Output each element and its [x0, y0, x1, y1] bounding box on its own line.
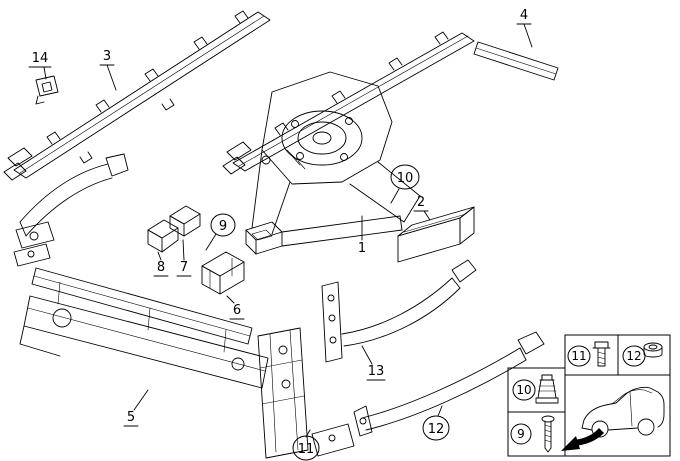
- legend-label-11: 11: [571, 349, 586, 363]
- legend-callout-10[interactable]: 10: [512, 379, 536, 401]
- brace-part-13: [321, 259, 477, 363]
- callout-1[interactable]: 1: [358, 241, 366, 256]
- screw-icon: [592, 341, 611, 367]
- callout-6[interactable]: 6: [233, 303, 241, 318]
- callout-14[interactable]: 14: [32, 51, 49, 66]
- legend-callout-12[interactable]: 12: [622, 345, 646, 367]
- buffer-icon: [535, 374, 559, 404]
- callout-13[interactable]: 13: [368, 364, 385, 379]
- front-panel-part-5: [13, 153, 355, 459]
- bolt-icon: [541, 415, 555, 453]
- direction-arrow-icon: [561, 428, 604, 451]
- callout-3[interactable]: 3: [103, 49, 111, 64]
- legend-cell-vehicle: [564, 374, 671, 457]
- callout-11[interactable]: 11: [292, 435, 320, 461]
- support-block-part-2: [397, 206, 475, 263]
- legend-callout-9[interactable]: 9: [510, 423, 532, 445]
- callout-12[interactable]: 12: [422, 415, 450, 441]
- diagram-artwork: [3, 10, 559, 459]
- front-axle-support-part-1: [245, 71, 421, 255]
- grommet-icon: [643, 342, 663, 358]
- callout-4[interactable]: 4: [520, 8, 528, 23]
- legend-label-12: 12: [626, 349, 641, 363]
- legend-callout-11[interactable]: 11: [567, 345, 591, 367]
- callout-5[interactable]: 5: [127, 410, 135, 425]
- callout-labels: 14 3 4 1 2 8 7 6 5 13 10 9 12 11: [32, 8, 528, 461]
- legend-label-9: 9: [517, 427, 525, 441]
- legend-box: 11 12 10 9: [507, 334, 671, 457]
- callout-9[interactable]: 9: [210, 213, 236, 237]
- car-icon: [581, 386, 665, 438]
- trim-strip-part-4: [473, 41, 559, 81]
- callout-7[interactable]: 7: [180, 260, 188, 275]
- callout-12-label: 12: [428, 422, 445, 437]
- callout-9-label: 9: [219, 219, 227, 234]
- bracket-part-8: [147, 219, 179, 253]
- callout-10[interactable]: 10: [390, 164, 420, 190]
- side-rail-right: [222, 31, 475, 175]
- bracket-part-6: [201, 251, 245, 295]
- side-rail-left: [3, 10, 271, 181]
- callout-2[interactable]: 2: [417, 195, 425, 210]
- callout-10-label: 10: [397, 171, 414, 186]
- callout-11-label: 11: [298, 442, 315, 457]
- bracket-part-7: [169, 205, 201, 237]
- legend-label-10: 10: [516, 383, 531, 397]
- clip-part-14: [35, 75, 59, 105]
- callout-8[interactable]: 8: [157, 260, 165, 275]
